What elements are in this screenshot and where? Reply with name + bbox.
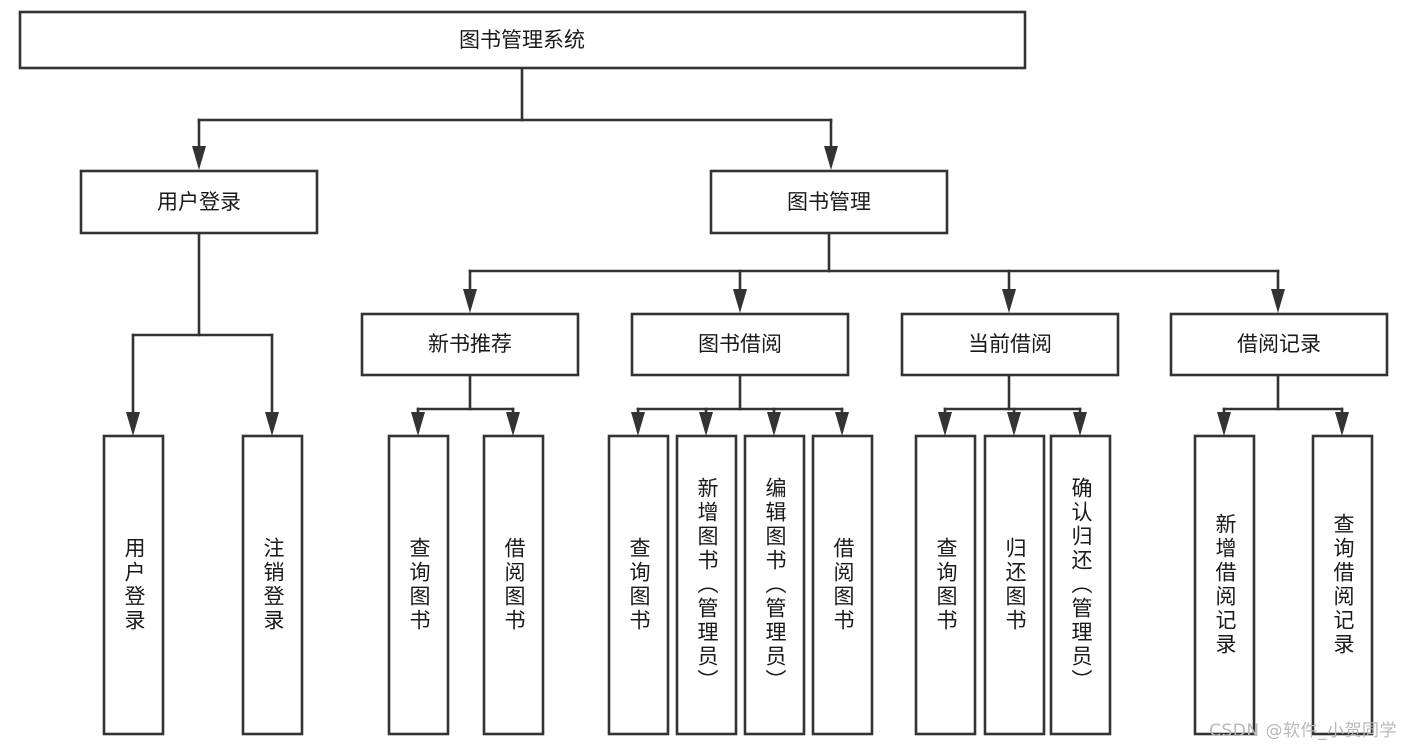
node-book-borrow[interactable]: 图书借阅 (630, 312, 850, 377)
connector-newbookrec-to-leaves (411, 373, 520, 436)
csdn-watermark: CSDN @软件_小贺同学 (1209, 721, 1397, 741)
node-leaf-user-login[interactable] (102, 434, 165, 736)
connector-bookborrow-to-leaves (631, 373, 849, 436)
node-root-label: 图书管理系统 (459, 28, 585, 52)
node-book-manage[interactable]: 图书管理 (709, 169, 949, 235)
node-current-borrow[interactable]: 当前借阅 (900, 312, 1120, 377)
node-leaf-query-book-1[interactable] (387, 434, 450, 736)
node-leaf-add-book-admin[interactable] (675, 434, 738, 736)
node-user-login-label: 用户登录 (157, 190, 241, 214)
node-leaf-borrow-book-2[interactable] (811, 434, 874, 736)
node-leaf-add-borrow-record[interactable] (1193, 434, 1256, 736)
node-new-book-rec-label: 新书推荐 (428, 332, 512, 356)
node-leaf-query-book-3[interactable] (914, 434, 977, 736)
connector-bookmanage-to-level3 (463, 231, 1285, 313)
node-leaf-borrow-book-1[interactable] (482, 434, 545, 736)
connector-root-to-level2 (192, 66, 838, 170)
node-leaf-edit-book-admin[interactable] (743, 434, 806, 736)
node-leaf-confirm-return-admin[interactable] (1049, 434, 1112, 736)
node-borrow-record-label: 借阅记录 (1237, 332, 1321, 356)
node-borrow-record[interactable]: 借阅记录 (1169, 312, 1389, 377)
connector-userlogin-to-leaves (126, 231, 279, 436)
node-leaf-query-borrow-record[interactable] (1311, 434, 1374, 736)
node-user-login[interactable]: 用户登录 (79, 169, 319, 235)
node-root[interactable]: 图书管理系统 (18, 10, 1027, 70)
connector-borrowrecord-to-leaves (1217, 373, 1349, 436)
node-leaf-logout-login[interactable] (241, 434, 304, 736)
node-new-book-rec[interactable]: 新书推荐 (360, 312, 580, 377)
node-leaf-return-book[interactable] (983, 434, 1046, 736)
node-current-borrow-label: 当前借阅 (968, 332, 1052, 356)
node-book-manage-label: 图书管理 (787, 190, 871, 214)
node-book-borrow-label: 图书借阅 (698, 332, 782, 356)
node-leaf-query-book-2[interactable] (607, 434, 670, 736)
connector-currentborrow-to-leaves (938, 373, 1087, 436)
